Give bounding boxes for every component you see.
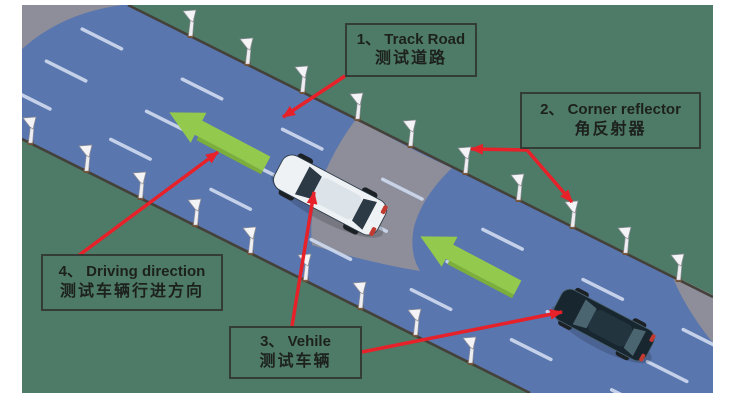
- callout-track-road: 1、 Track Road 测试道路: [345, 23, 477, 77]
- lane-line-1: [30, 5, 713, 347]
- callout-driving-direction-label-en: 4、 Driving direction: [58, 263, 206, 281]
- callout-track-road-label-en: 1、 Track Road: [356, 30, 466, 48]
- callout-corner-reflector-label-zh: 角反射器: [574, 120, 647, 138]
- arrow-corner-reflector-left: [469, 143, 528, 155]
- callout-driving-direction-label-zh: 测试车辆行进方向: [59, 282, 204, 300]
- callout-track-road-label-zh: 测试道路: [374, 50, 447, 68]
- callout-corner-reflector: 2、 Corner reflector 角反射器: [520, 92, 701, 149]
- arrow-driving-direction: [76, 150, 220, 258]
- road-shoulder-curve: [311, 119, 452, 271]
- test-track-diagram: 1、 Track Road 测试道路 2、 Corner reflector 角…: [22, 5, 713, 393]
- arrow-track-road: [282, 74, 346, 119]
- road-edge-bottom: [22, 137, 531, 393]
- callout-vehicle-label-zh: 测试车辆: [259, 352, 332, 370]
- arrow-corner-reflector-right: [525, 148, 574, 204]
- arrow-vehicle-white: [290, 190, 318, 327]
- arrow-vehicle-black: [361, 309, 564, 354]
- callout-corner-reflector-label-en: 2、 Corner reflector: [540, 101, 681, 119]
- callout-vehicle: 3、 Vehile 测试车辆: [229, 326, 362, 379]
- lane-line-3: [22, 93, 622, 393]
- road-edge-top: [127, 5, 713, 299]
- callout-driving-direction: 4、 Driving direction 测试车辆行进方向: [41, 254, 223, 311]
- road-shoulder-topleft: [22, 5, 122, 49]
- callout-vehicle-label-en: 3、 Vehile: [260, 333, 331, 351]
- callout-arrows: [76, 74, 574, 354]
